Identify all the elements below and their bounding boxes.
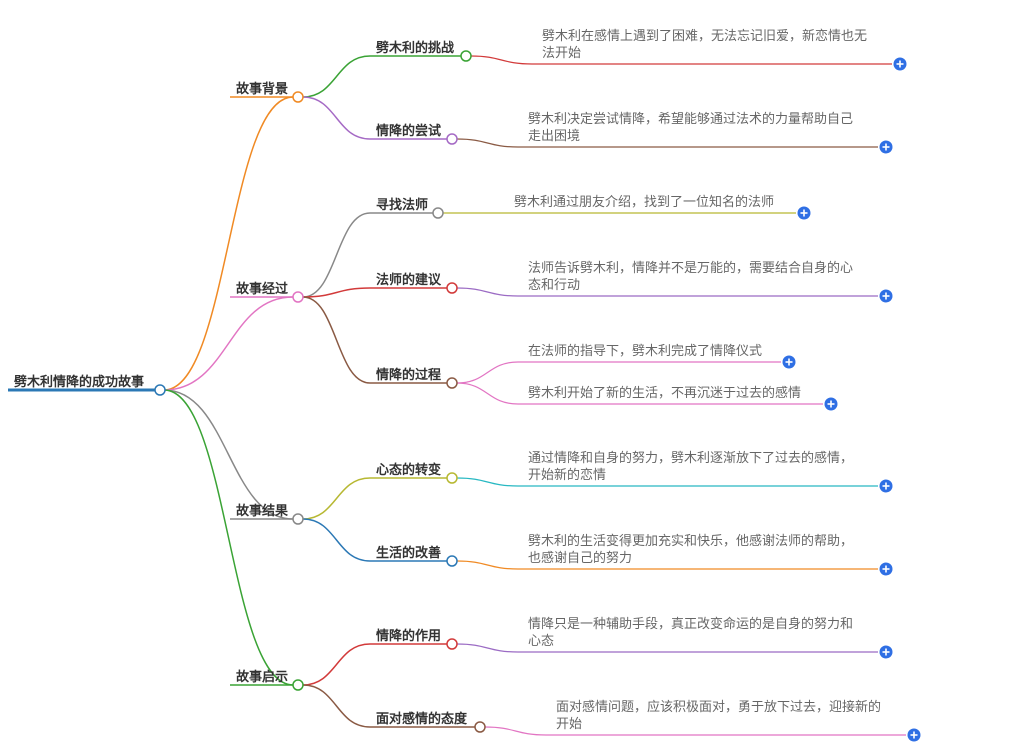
branch-topic[interactable]: 故事启示 xyxy=(236,669,288,685)
root-node-dot xyxy=(154,384,166,396)
leaf-connector xyxy=(456,560,519,570)
leaf-connector xyxy=(470,55,533,65)
plus-icon[interactable] xyxy=(907,728,921,742)
subtopic[interactable]: 生活的改善 xyxy=(376,545,441,561)
subtopic[interactable]: 心态的转变 xyxy=(376,462,441,478)
leaf-connector xyxy=(456,287,519,297)
connector-layer xyxy=(163,55,906,736)
leaf-text[interactable]: 在法师的指导下，劈木利完成了情降仪式 xyxy=(528,343,762,359)
plus-icon[interactable] xyxy=(879,289,893,303)
subtopic[interactable]: 法师的建议 xyxy=(376,272,442,288)
leaf-text[interactable]: 心态 xyxy=(528,634,554,649)
subtopic[interactable]: 情降的过程 xyxy=(376,367,441,383)
branch-collapse-toggle[interactable] xyxy=(292,91,304,103)
leaf-connector xyxy=(456,643,519,653)
subtopic[interactable]: 寻找法师 xyxy=(376,197,428,213)
subtopic-collapse-toggle[interactable] xyxy=(446,555,458,567)
subtopic-collapse-toggle[interactable] xyxy=(474,721,486,733)
leaf-text[interactable]: 劈木利在感情上遇到了困难，无法忘记旧爱，新恋情也无 xyxy=(542,28,867,44)
branch-topic[interactable]: 故事结果 xyxy=(236,503,288,519)
plus-icon[interactable] xyxy=(824,397,838,411)
subtopic-collapse-toggle[interactable] xyxy=(446,377,458,389)
plus-icon[interactable] xyxy=(797,206,811,220)
subtopic[interactable]: 劈木利的挑战 xyxy=(376,40,454,56)
plus-icon[interactable] xyxy=(879,479,893,493)
branch-collapse-toggle[interactable] xyxy=(292,513,304,525)
plus-icon[interactable] xyxy=(893,57,907,71)
subtopic[interactable]: 情降的作用 xyxy=(376,628,441,644)
subtopic-collapse-toggle[interactable] xyxy=(446,133,458,145)
branch-collapse-toggle[interactable] xyxy=(292,679,304,691)
subtopic-connector xyxy=(302,96,371,140)
leaf-text[interactable]: 法开始 xyxy=(542,46,581,61)
leaf-text[interactable]: 劈木利通过朋友介绍，找到了一位知名的法师 xyxy=(514,194,774,210)
subtopic-connector xyxy=(302,477,371,520)
subtopic-collapse-toggle[interactable] xyxy=(446,282,458,294)
leaf-text[interactable]: 法师告诉劈木利，情降并不是万能的，需要结合自身的心 xyxy=(528,260,853,276)
leaf-connector xyxy=(456,382,519,405)
leaf-connector xyxy=(456,361,519,384)
branch-topic[interactable]: 故事经过 xyxy=(236,281,288,297)
subtopic-connector xyxy=(302,518,371,562)
leaf-connector xyxy=(484,726,547,736)
subtopic[interactable]: 面对感情的态度 xyxy=(376,711,468,727)
subtopic-connector xyxy=(302,287,371,298)
leaf-connector xyxy=(456,138,519,148)
subtopic-connector xyxy=(302,296,371,384)
leaf-connector xyxy=(456,477,519,487)
subtopic-collapse-toggle[interactable] xyxy=(460,50,472,62)
leaf-text[interactable]: 劈木利决定尝试情降，希望能够通过法术的力量帮助自己 xyxy=(528,111,853,127)
branch-topic[interactable]: 故事背景 xyxy=(236,81,288,97)
branch-connector xyxy=(163,389,294,520)
subtopic-connector xyxy=(302,55,371,98)
subtopic-connector xyxy=(302,684,371,728)
root-topic[interactable]: 劈木利情降的成功故事 xyxy=(14,374,144,390)
plus-icon[interactable] xyxy=(879,645,893,659)
leaf-text[interactable]: 走出困境 xyxy=(528,129,580,144)
branch-connector xyxy=(163,296,294,391)
leaf-text[interactable]: 开始新的恋情 xyxy=(528,467,606,483)
plus-icon[interactable] xyxy=(879,562,893,576)
subtopic-collapse-toggle[interactable] xyxy=(446,638,458,650)
leaf-text[interactable]: 开始 xyxy=(556,717,582,732)
leaf-text[interactable]: 情降只是一种辅助手段，真正改变命运的是自身的努力和 xyxy=(528,616,853,632)
leaf-text[interactable]: 劈木利的生活变得更加充实和快乐，他感谢法师的帮助， xyxy=(528,533,853,549)
leaf-text[interactable]: 劈木利开始了新的生活，不再沉迷于过去的感情 xyxy=(528,385,801,401)
plus-icon[interactable] xyxy=(879,140,893,154)
branch-connector xyxy=(163,96,294,391)
branch-connector xyxy=(163,389,294,686)
leaf-text[interactable]: 通过情降和自身的努力，劈木利逐渐放下了过去的感情， xyxy=(528,450,853,466)
subtopic-connector xyxy=(302,643,371,686)
subtopic-collapse-toggle[interactable] xyxy=(446,472,458,484)
plus-icon[interactable] xyxy=(782,355,796,369)
subtopic-collapse-toggle[interactable] xyxy=(432,207,444,219)
branch-collapse-toggle[interactable] xyxy=(292,291,304,303)
subtopic[interactable]: 情降的尝试 xyxy=(376,123,441,139)
subtopic-connector xyxy=(302,212,371,298)
leaf-text[interactable]: 面对感情问题，应该积极面对，勇于放下过去，迎接新的 xyxy=(556,699,881,715)
leaf-text[interactable]: 态和行动 xyxy=(528,278,580,293)
leaf-text[interactable]: 也感谢自己的努力 xyxy=(528,550,632,566)
node-layer: 劈木利情降的成功故事 故事背景 劈木利的挑战 劈木利在感情上遇到了困难，无法忘记旧爱，… xyxy=(8,28,921,742)
